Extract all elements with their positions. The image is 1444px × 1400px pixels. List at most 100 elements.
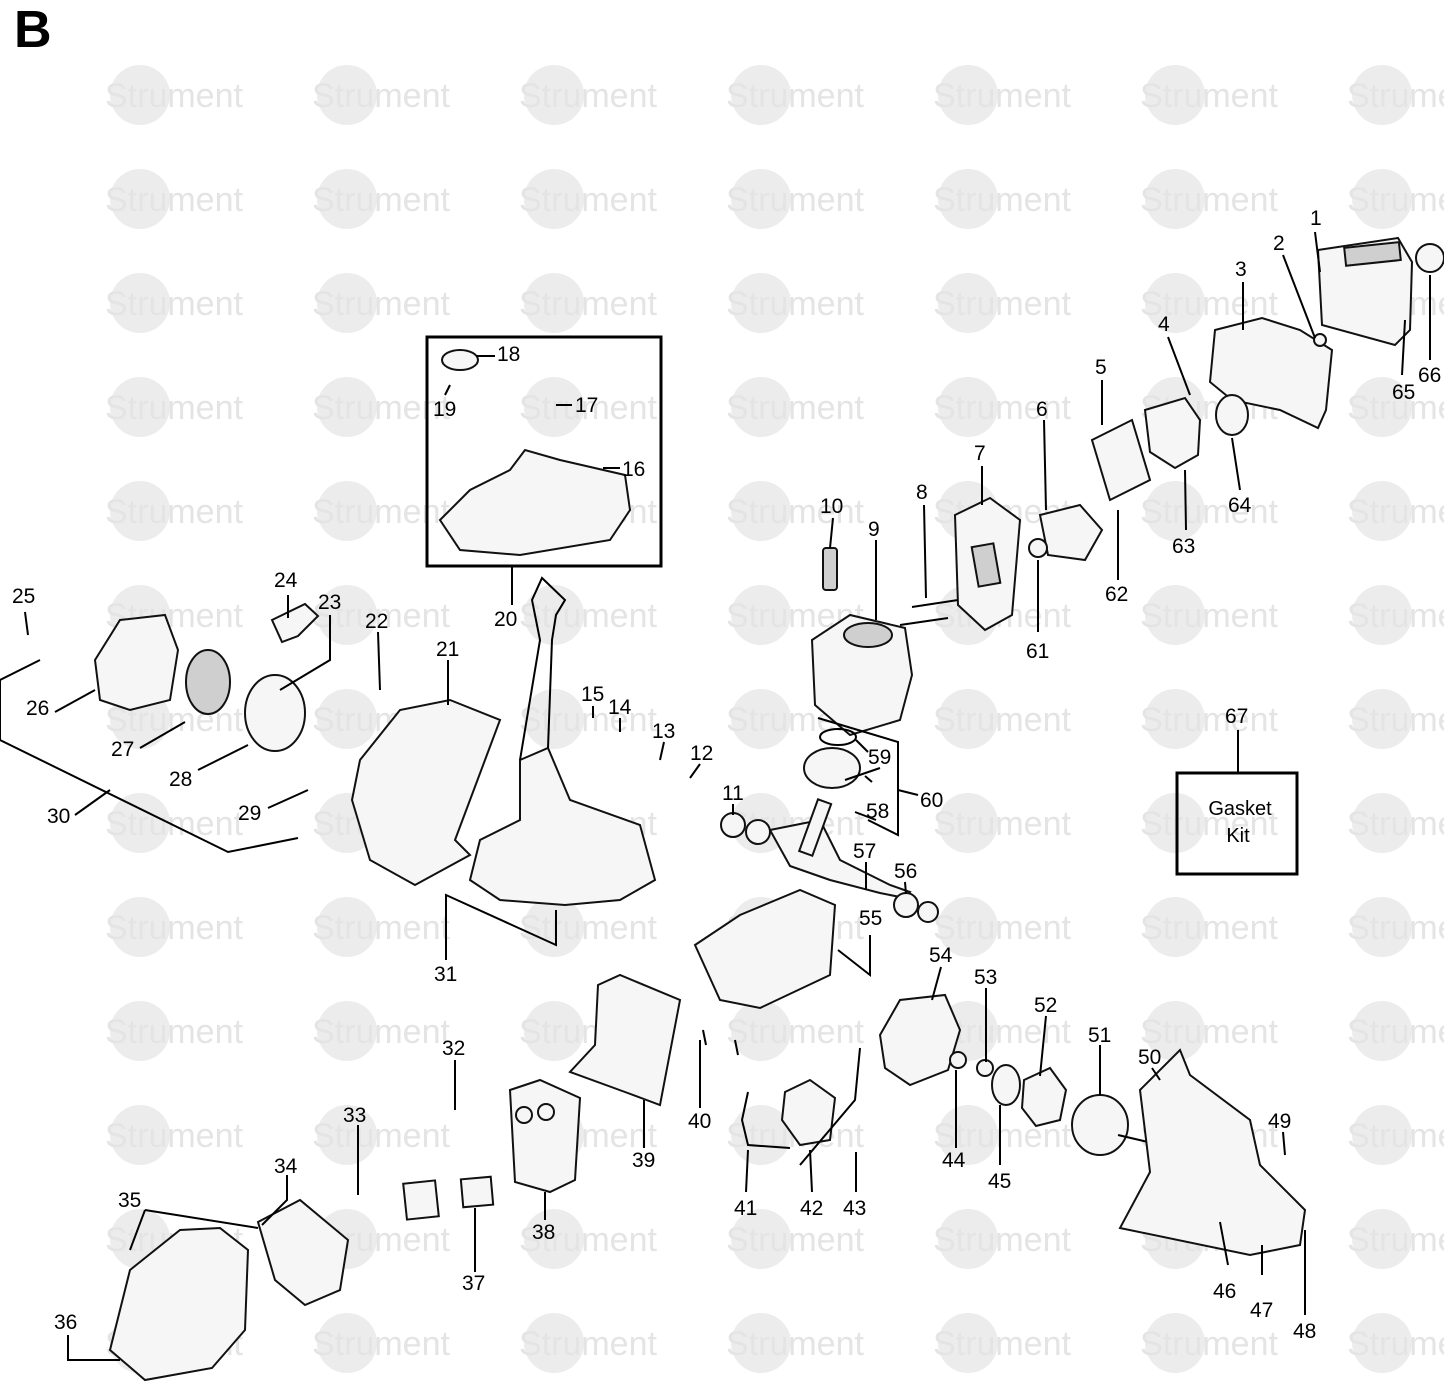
label-1: 1 <box>1310 207 1322 230</box>
label-36: 36 <box>54 1311 77 1334</box>
label-15: 15 <box>581 683 604 706</box>
watermark-text: Strument <box>519 389 657 427</box>
watermark-circle <box>1145 65 1205 125</box>
heat-shield-slot-shape <box>970 542 1002 588</box>
watermark-circle <box>731 377 791 437</box>
watermark-circle <box>110 169 170 229</box>
label-35: 35 <box>118 1189 141 1212</box>
cylinder-bore-shape <box>843 622 893 648</box>
watermark-circle <box>317 481 377 541</box>
watermark-text: Strument <box>1347 77 1444 115</box>
watermark-text: Strument <box>519 1325 657 1363</box>
label-43: 43 <box>843 1197 866 1220</box>
knob-shape <box>1415 243 1444 273</box>
carburetor-shape <box>1143 396 1202 470</box>
watermark-circle <box>110 1105 170 1165</box>
flywheel-shape <box>878 993 962 1087</box>
label-20: 20 <box>494 608 517 631</box>
watermark-circle <box>1352 377 1412 437</box>
conrod-shape <box>797 798 833 858</box>
watermark-circle <box>1145 481 1205 541</box>
watermark-circle <box>938 793 998 853</box>
air-filter-hole-b-shape <box>537 1103 555 1121</box>
label-60: 60 <box>920 789 943 812</box>
watermark-text: Strument <box>726 1325 864 1363</box>
watermark-circle <box>1145 273 1205 333</box>
spark-lead-shape <box>740 1091 791 1149</box>
label-63: 63 <box>1172 535 1195 558</box>
label-55: 55 <box>859 907 882 930</box>
watermark-text: Strument <box>312 285 450 323</box>
label-30: 30 <box>47 805 70 828</box>
muffler-cover-shape <box>256 1198 350 1307</box>
label-54: 54 <box>929 944 953 967</box>
watermark-circle <box>938 897 998 957</box>
watermark-text: Strument <box>933 805 1071 843</box>
fuel-tank-inset-box <box>425 335 663 568</box>
watermark-circle <box>524 1313 584 1373</box>
piston-shape <box>803 747 861 789</box>
watermark-circle <box>1352 689 1412 749</box>
watermark-text: Strument <box>933 181 1071 219</box>
watermark-text: Strument <box>1347 181 1444 219</box>
label-21: 21 <box>436 638 459 661</box>
clutch-shape <box>1020 1066 1068 1128</box>
watermark-circle <box>317 273 377 333</box>
watermark-circle <box>110 793 170 853</box>
watermark-text: Strument <box>312 1117 450 1155</box>
label-37: 37 <box>462 1272 485 1295</box>
watermark-circle <box>1352 897 1412 957</box>
watermark-circle <box>1145 1001 1205 1061</box>
watermark-circle <box>1145 689 1205 749</box>
watermark-circle <box>524 65 584 125</box>
bushing-53-shape <box>976 1059 994 1077</box>
watermark-text: Strument <box>1347 1117 1444 1155</box>
watermark-circle <box>317 689 377 749</box>
part-labels: 1 2 3 4 5 6 7 8 9 10 11 12 13 14 15 16 1… <box>12 207 1441 1343</box>
watermark-circle <box>1145 793 1205 853</box>
watermark-text: Strument <box>1140 493 1278 531</box>
watermark-text: Strument <box>933 77 1071 115</box>
watermark-text: Strument <box>1140 285 1278 323</box>
watermark-text: Strument <box>312 77 450 115</box>
watermark-circle <box>110 1001 170 1061</box>
label-49: 49 <box>1268 1110 1291 1133</box>
gasket-kit-line1: Gasket <box>1208 798 1272 820</box>
watermark-circle <box>1352 1209 1412 1269</box>
label-59: 59 <box>868 746 891 769</box>
watermark-circle <box>110 897 170 957</box>
label-34: 34 <box>274 1155 298 1178</box>
watermark-circle <box>524 169 584 229</box>
watermark-circle <box>317 377 377 437</box>
crankcase-shape <box>693 888 837 1010</box>
label-67: 67 <box>1225 705 1248 728</box>
starter-cover-shape <box>93 613 180 712</box>
label-42: 42 <box>800 1197 823 1220</box>
label-14: 14 <box>608 696 632 719</box>
watermark-text: Strument <box>519 77 657 115</box>
bolt-8a-shape <box>911 599 959 608</box>
watermark-circle <box>731 1313 791 1373</box>
filter-37-shape <box>459 1175 495 1209</box>
watermark-text: Strument <box>726 181 864 219</box>
watermark-circle <box>731 1001 791 1061</box>
section-letter: B <box>14 1 52 59</box>
label-48: 48 <box>1293 1320 1316 1343</box>
label-23: 23 <box>318 591 341 614</box>
watermark-text: Strument <box>105 1013 243 1051</box>
watermark-circle <box>317 897 377 957</box>
watermark-circle <box>1352 793 1412 853</box>
washer-45-shape <box>991 1064 1021 1106</box>
watermark-circle <box>938 273 998 333</box>
leader-lines <box>0 231 1431 1361</box>
watermark-circle <box>731 585 791 645</box>
watermark-circle <box>524 689 584 749</box>
label-2: 2 <box>1273 232 1285 255</box>
bearing-56b-shape <box>917 901 939 923</box>
air-filter-38-shape <box>508 1078 582 1194</box>
watermark-text: Strument <box>1347 701 1444 739</box>
watermark-circle <box>731 169 791 229</box>
watermark-text: Strument <box>726 77 864 115</box>
label-25: 25 <box>12 585 35 608</box>
spring-27-shape <box>185 649 231 715</box>
